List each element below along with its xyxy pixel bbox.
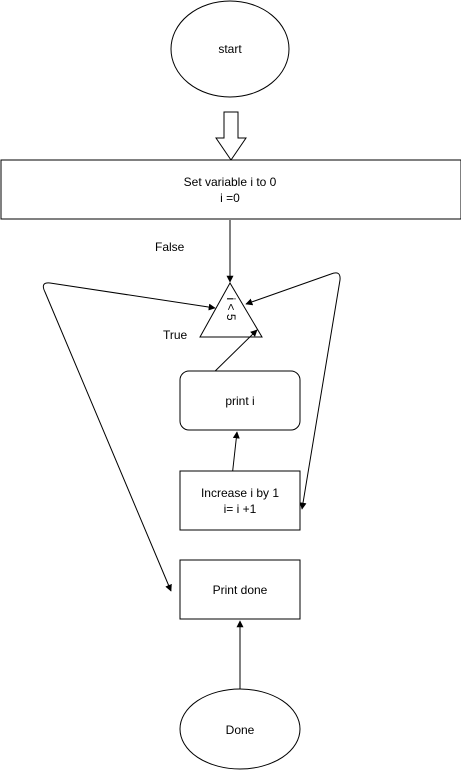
set-variable-line2: i =0	[220, 191, 240, 205]
edge-condition-to-print-done	[42, 282, 216, 592]
print-i-node[interactable]: print i	[179, 370, 301, 431]
edge-increase-to-condition	[245, 272, 341, 510]
condition-label: i < 5	[224, 297, 238, 320]
print-done-label: Print done	[213, 583, 268, 597]
start-node-label: start	[218, 42, 242, 56]
done-label: Done	[226, 723, 255, 737]
edge-print-i-increase	[229, 431, 240, 478]
increase-line2: i= i +1	[224, 502, 257, 516]
print-done-node[interactable]: Print done	[179, 559, 301, 620]
true-edge-label: True	[163, 328, 188, 342]
set-variable-line1: Set variable i to 0	[184, 175, 277, 189]
set-variable-node[interactable]: Set variable i to 0 i =0	[0, 159, 461, 220]
done-node[interactable]: Done	[179, 688, 301, 770]
condition-node[interactable]: i < 5	[199, 281, 263, 338]
print-i-label: print i	[225, 394, 254, 408]
hollow-down-arrow-icon	[215, 111, 247, 161]
false-edge-label: False	[155, 240, 185, 254]
increase-line1: Increase i by 1	[201, 486, 279, 500]
start-node[interactable]: start	[170, 0, 290, 98]
increase-node[interactable]: Increase i by 1 i= i +1	[179, 470, 301, 531]
